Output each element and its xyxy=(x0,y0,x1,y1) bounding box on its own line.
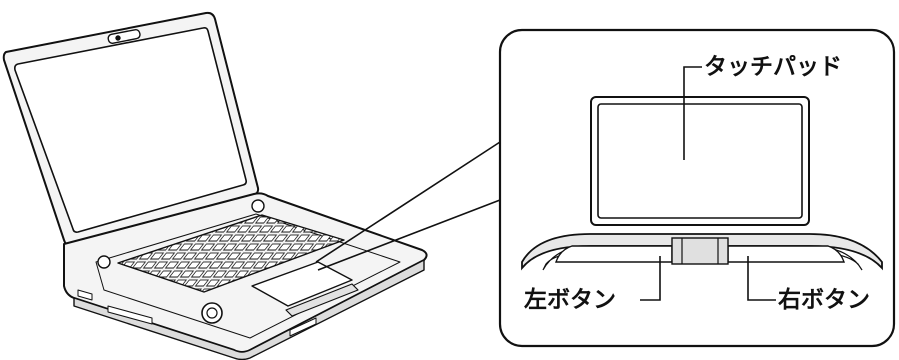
laptop-illustration xyxy=(2,11,428,360)
laptop-touchpad xyxy=(251,261,353,307)
left-button-label: 左ボタン xyxy=(524,287,616,313)
touchpad-label: タッチパッド xyxy=(704,54,842,80)
speaker-left-icon xyxy=(97,255,111,269)
touchpad-surface xyxy=(597,103,803,219)
right-button-label: 右ボタン xyxy=(778,287,870,313)
magnified-panel xyxy=(498,28,896,348)
laptop-screen xyxy=(14,27,247,233)
right-button-leader xyxy=(747,256,776,301)
leader-lines xyxy=(640,66,776,301)
laptop-touchpad-buttons xyxy=(285,283,359,317)
keyboard xyxy=(117,214,345,293)
right-button-shape xyxy=(727,245,845,263)
speaker-right-icon xyxy=(251,199,265,213)
touchpad-leader xyxy=(683,66,702,160)
button-separator xyxy=(671,237,729,265)
left-button-leader xyxy=(640,256,661,301)
left-button-shape xyxy=(555,245,673,263)
callout-lines xyxy=(315,141,501,271)
button-bar xyxy=(521,233,883,271)
